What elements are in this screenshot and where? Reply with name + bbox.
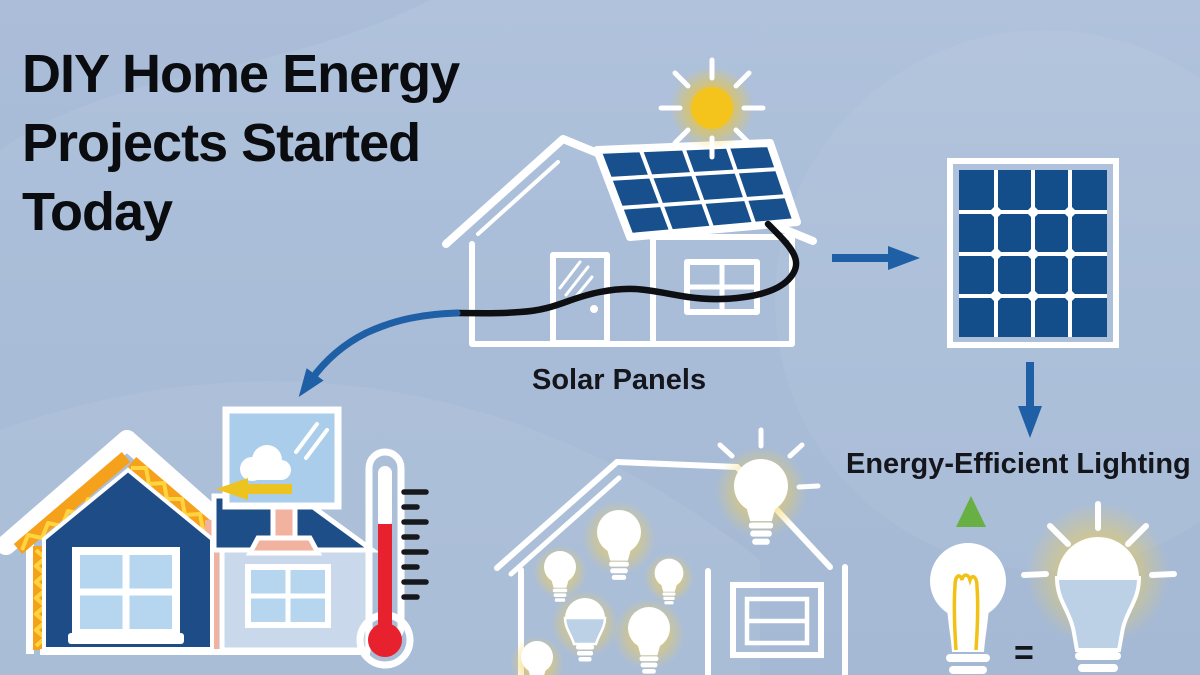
- power-cable: [453, 220, 800, 317]
- lighting-comparison: [930, 496, 1177, 674]
- window-sill: [68, 633, 184, 644]
- door: [550, 252, 610, 346]
- weather-monitor-icon: [216, 406, 342, 510]
- rooftop-solar-array-icon: [593, 139, 801, 241]
- upgrade-triangle-icon: [956, 496, 986, 527]
- thermometer-ticks: [401, 489, 429, 600]
- led-bulb-icon: [1021, 501, 1177, 672]
- solar-panel-module-icon: [947, 158, 1119, 348]
- page-title: DIY Home Energy Projects Started Today: [22, 44, 460, 243]
- solar-panels-label: Solar Panels: [532, 364, 707, 396]
- insulated-house-icon: [0, 406, 380, 655]
- bulb-rays: [717, 427, 821, 490]
- incandescent-bulb-icon: [930, 543, 1006, 674]
- equals-sign: =: [1014, 634, 1034, 672]
- bulb-house-icon: [494, 427, 848, 675]
- sun-icon: [658, 57, 766, 160]
- yellow-pointer-icon: [216, 478, 292, 500]
- house-right-section: [219, 547, 371, 653]
- doorknob: [590, 305, 598, 313]
- bulb-rays: [1021, 501, 1177, 578]
- thermometer-icon: [356, 448, 429, 669]
- rooftop-solar-house-icon: [442, 135, 817, 347]
- curved-arrow-icon: [298, 309, 461, 398]
- filament: [952, 573, 980, 651]
- glowing-bulb-icon: [510, 427, 821, 675]
- energy-efficient-lighting-label: Energy-Efficient Lighting: [846, 448, 1191, 480]
- cloud-icon: [240, 445, 291, 481]
